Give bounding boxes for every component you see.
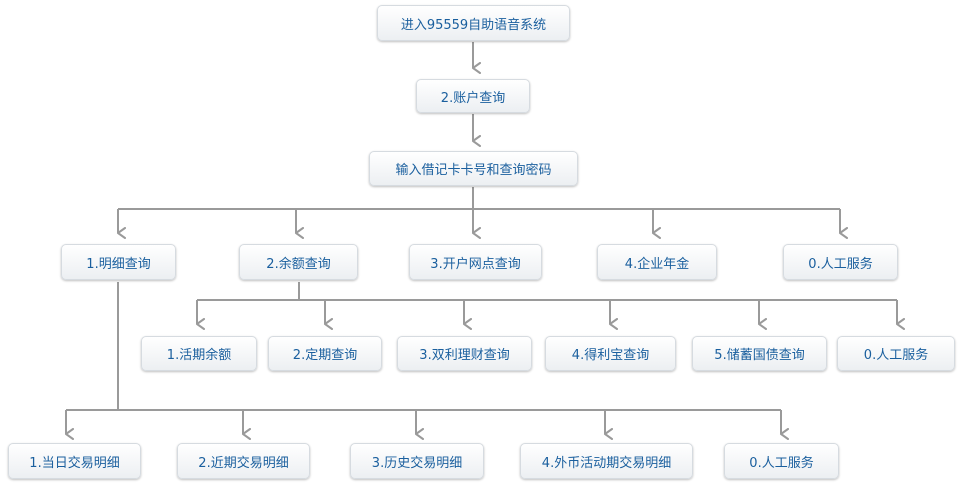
- node-account-query[interactable]: 2.账户查询: [416, 79, 530, 113]
- node-branch-query[interactable]: 3.开户网点查询: [409, 244, 542, 280]
- node-dual-benefit-query[interactable]: 3.双利理财查询: [397, 336, 532, 371]
- node-history-detail[interactable]: 3.历史交易明细: [350, 443, 484, 479]
- node-foreign-current-detail[interactable]: 4.外币活动期交易明细: [520, 443, 693, 479]
- node-today-detail[interactable]: 1.当日交易明细: [8, 443, 141, 479]
- node-main-service[interactable]: 0.人工服务: [783, 244, 898, 280]
- node-current-balance[interactable]: 1.活期余额: [141, 336, 257, 371]
- node-fixed-query[interactable]: 2.定期查询: [268, 336, 382, 371]
- node-annuity[interactable]: 4.企业年金: [597, 244, 717, 280]
- node-detail-service[interactable]: 0.人工服务: [724, 443, 839, 479]
- node-detail-query[interactable]: 1.明细查询: [61, 244, 176, 280]
- node-balance-query[interactable]: 2.余额查询: [239, 244, 358, 280]
- node-start[interactable]: 进入95559自助语音系统: [377, 5, 570, 41]
- node-delibao-query[interactable]: 4.得利宝查询: [545, 336, 676, 371]
- node-input-card[interactable]: 输入借记卡卡号和查询密码: [369, 151, 578, 186]
- node-balance-service[interactable]: 0.人工服务: [837, 336, 955, 371]
- node-recent-detail[interactable]: 2.近期交易明细: [177, 443, 310, 479]
- node-savings-bond-query[interactable]: 5.储蓄国债查询: [692, 336, 827, 371]
